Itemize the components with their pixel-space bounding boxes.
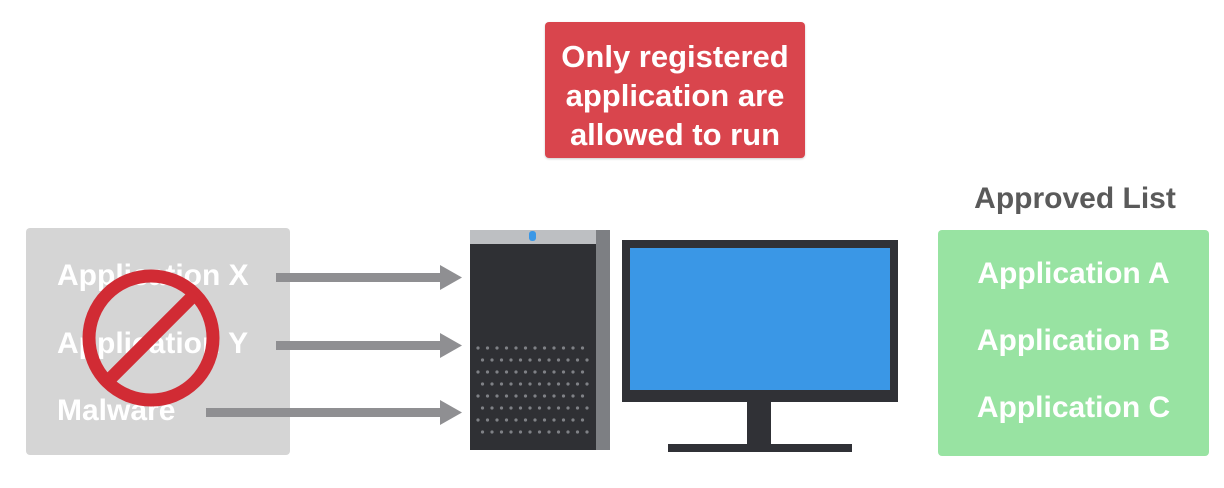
arrow-application-x: [276, 265, 462, 290]
arrow-application-y: [276, 333, 462, 358]
callout-line-2: application are: [565, 78, 785, 113]
monitor-icon: [622, 240, 898, 452]
prohibited-icon: [82, 269, 220, 407]
approved-list-box: Application A Application B Application …: [938, 230, 1209, 456]
approved-item-c: Application C: [976, 391, 1171, 424]
approved-item-a: Application A: [977, 257, 1170, 290]
server-tower-icon: [470, 230, 610, 450]
callout-line-1: Only registered: [561, 39, 789, 74]
arrow-malware: [206, 400, 462, 425]
allowed-only-callout: Only registered application are allowed …: [545, 22, 805, 158]
callout-line-3: allowed to run: [569, 117, 781, 152]
approved-item-b: Application B: [976, 324, 1171, 357]
blocked-apps-box: Application X Application Y Malware: [26, 228, 290, 455]
approved-list-title: Approved List: [974, 182, 1176, 215]
